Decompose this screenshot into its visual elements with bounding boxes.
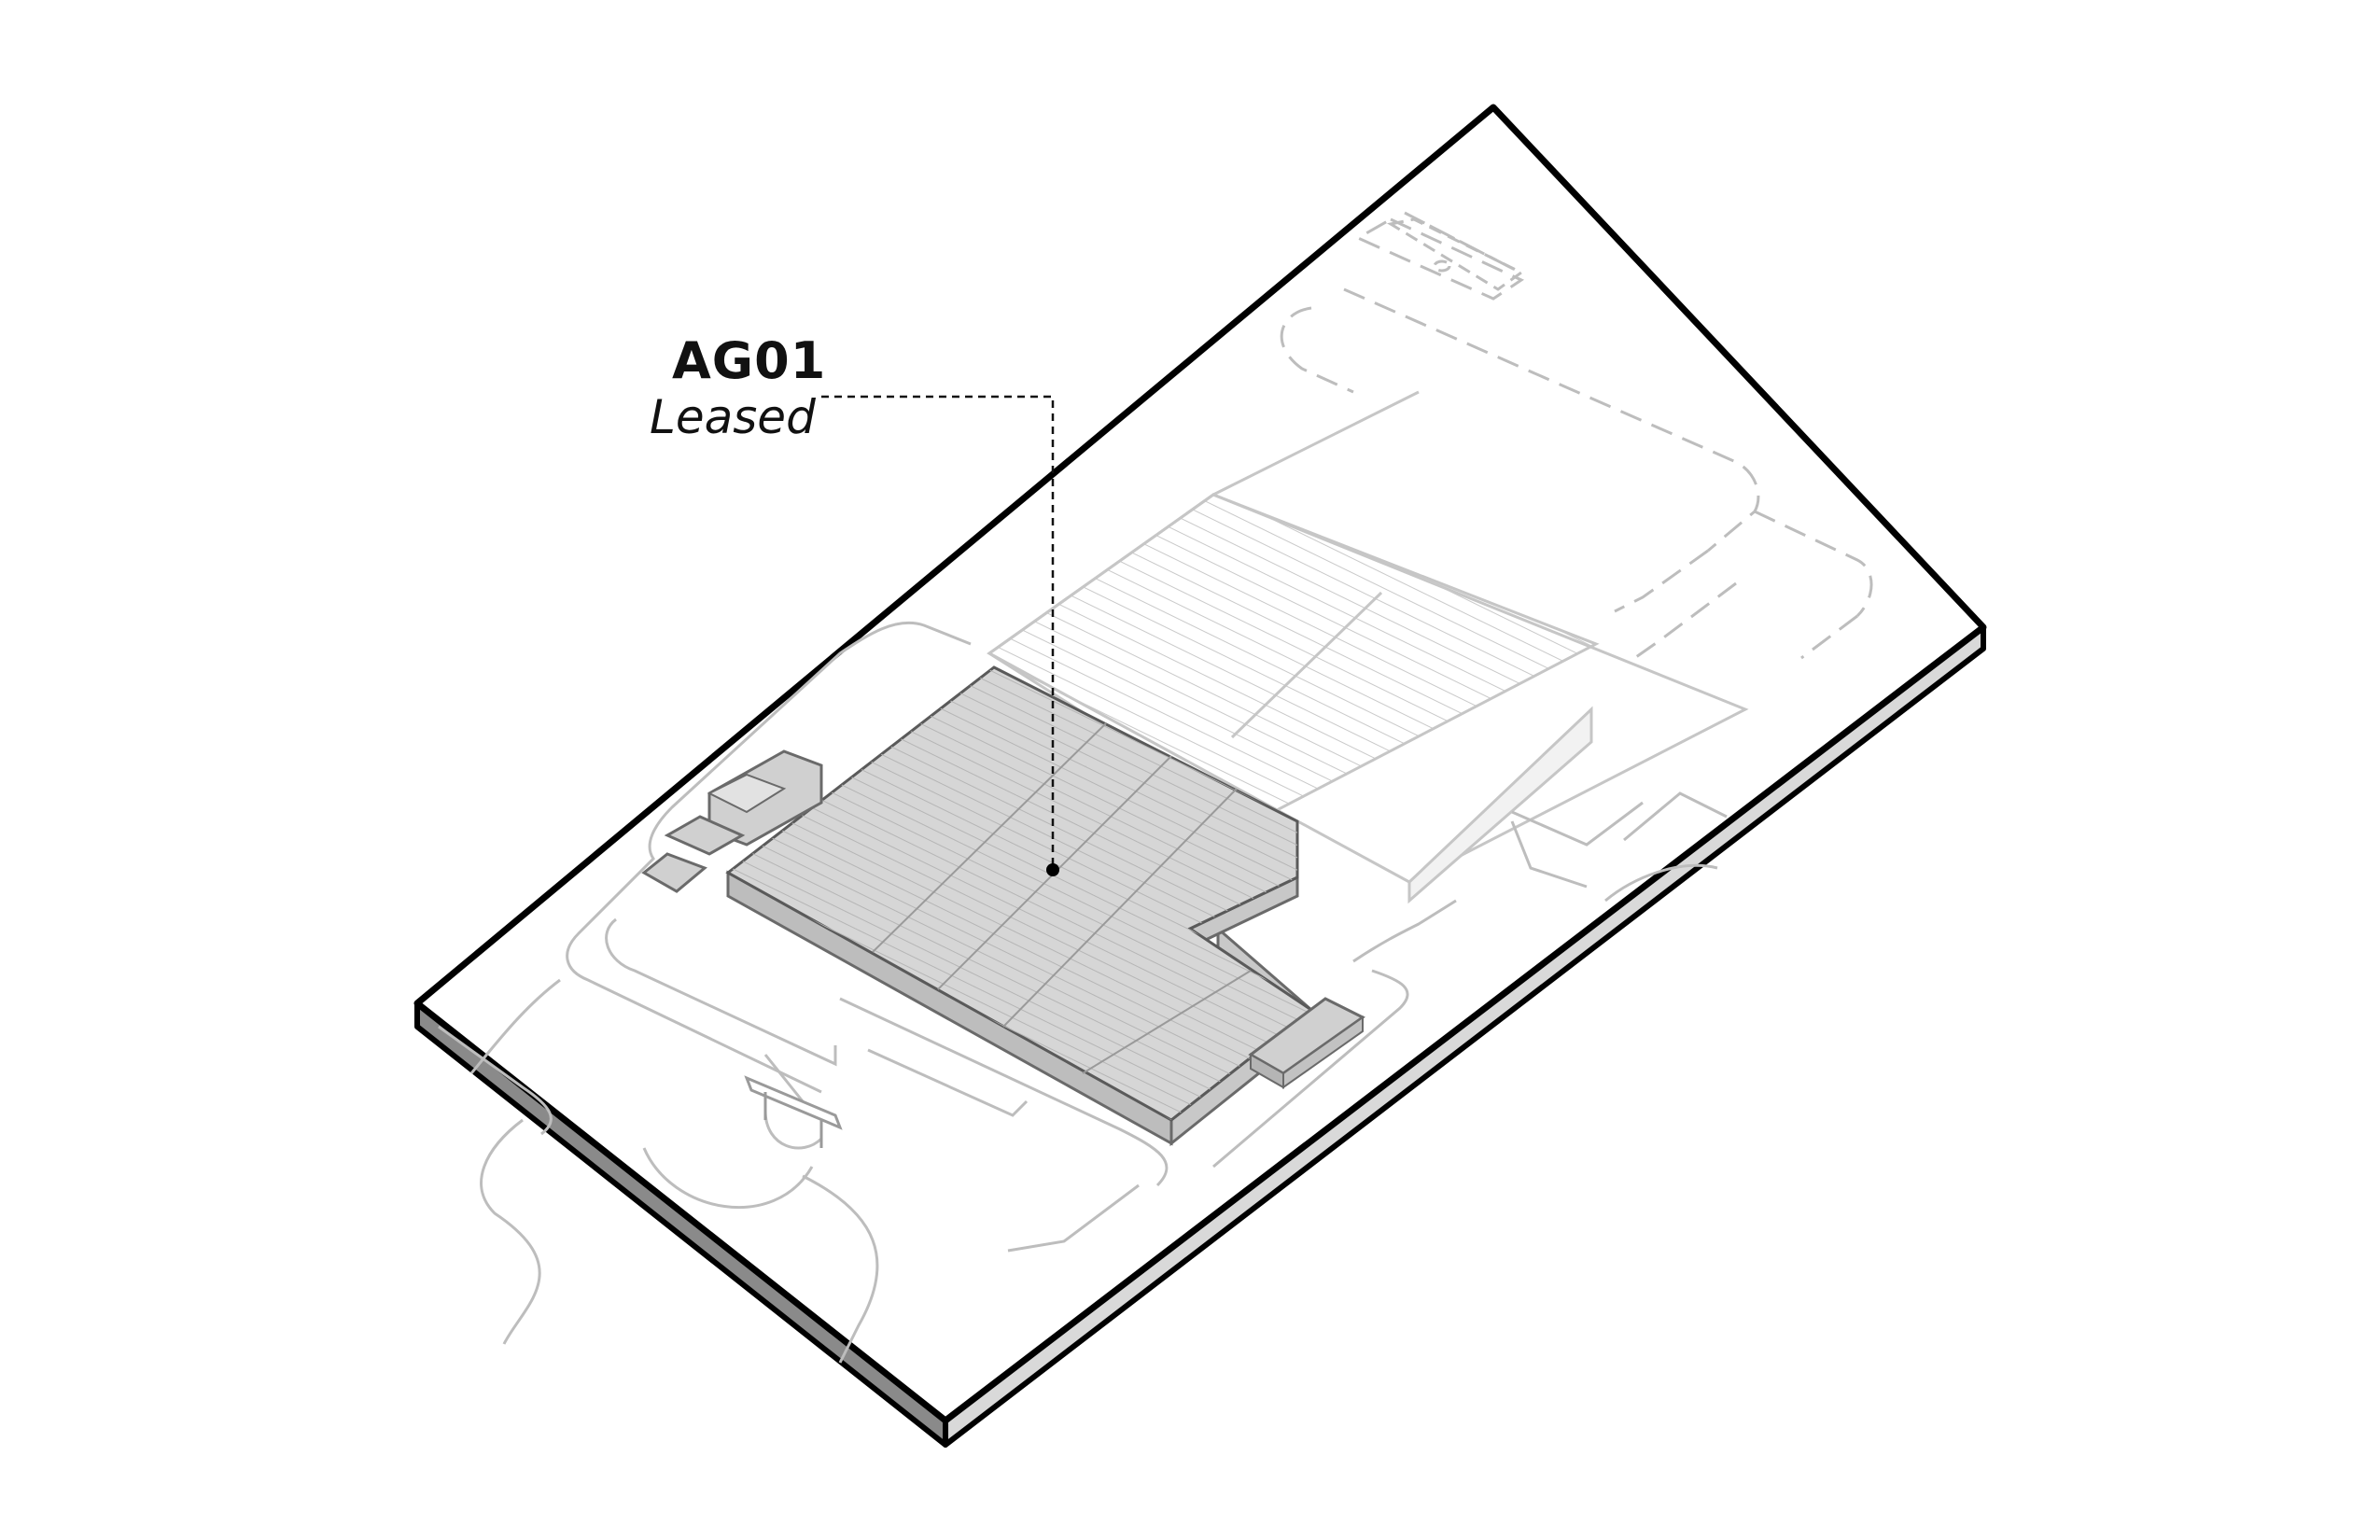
leased-building-ag01[interactable] — [641, 665, 1365, 1147]
lease-status-label: Leased — [650, 390, 816, 444]
entry-canopy — [744, 1075, 843, 1148]
leader-line — [821, 395, 1059, 876]
building-id-label: AG01 — [672, 331, 827, 390]
leader-point — [1046, 863, 1059, 876]
context-roads — [438, 621, 1728, 1364]
utility-box — [1386, 217, 1524, 291]
adjacent-building — [987, 390, 1749, 904]
